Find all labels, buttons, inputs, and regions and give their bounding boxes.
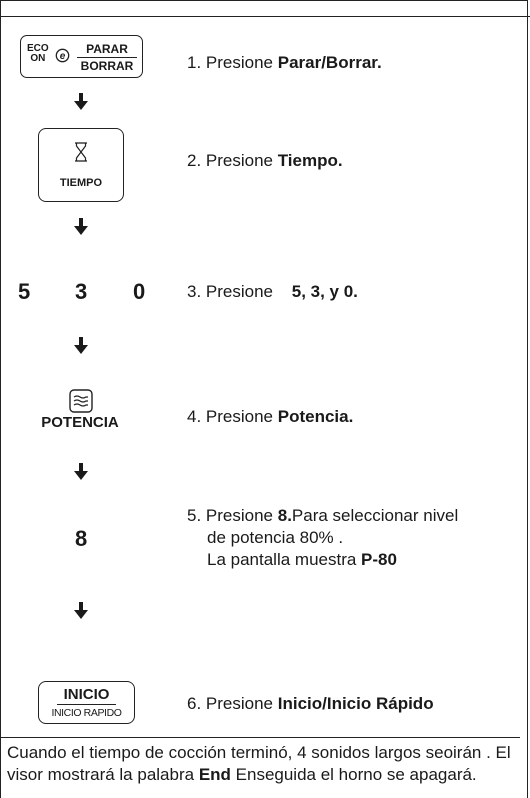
step-5-line-3-bold: P-80 <box>361 550 397 569</box>
step-5-line-1: 5. Presione 8.Para seleccionar nivel <box>187 505 458 527</box>
inicio-label: INICIO <box>57 686 116 705</box>
borrar-text: BORRAR <box>80 59 134 73</box>
inicio-rapido-label: INICIO RAPIDO <box>51 707 122 719</box>
step-4: 4. Presione Potencia. <box>187 406 353 428</box>
arrow-down-icon <box>74 463 88 480</box>
step-6-bold: Inicio/Inicio Rápido <box>277 694 434 713</box>
step-6: 6. Presione Inicio/Inicio Rápido <box>187 693 434 715</box>
step-5-line-3: La pantalla muestra P-80 <box>187 549 458 571</box>
inicio-button: INICIO INICIO RAPIDO <box>38 681 135 724</box>
arrow-down-icon <box>74 337 88 354</box>
step-2: 2. Presione Tiempo. <box>187 150 343 172</box>
digit-0: 0 <box>133 279 146 304</box>
step-5-line-2: de potencia 80% . <box>207 528 344 547</box>
step-5-line-3-prefix: La pantalla muestra <box>207 550 362 569</box>
eco-text: ECO <box>27 43 49 54</box>
hourglass-icon <box>75 142 87 162</box>
on-text: ON <box>30 53 46 64</box>
digit-5: 5 <box>18 279 31 304</box>
eco-e-icon: e <box>55 48 70 63</box>
digit-8: 8 <box>75 526 88 551</box>
tiempo-label: TIEMPO <box>59 177 103 189</box>
arrow-down-icon <box>74 602 88 619</box>
parar-borrar-label: PARAR BORRAR <box>77 43 137 73</box>
step-4-bold: Potencia. <box>277 407 354 426</box>
step-6-prefix: 6. Presione <box>187 694 278 713</box>
step-1-bold: Parar/Borrar. <box>277 53 382 72</box>
step-3-prefix: 3. Presione <box>187 282 278 301</box>
step-5-rest: Para seleccionar nivel <box>291 506 459 525</box>
step-3: 3. Presione 5, 3, y 0. <box>187 281 358 303</box>
arrow-down-icon <box>74 218 88 235</box>
footnote: Cuando el tiempo de cocción terminó, 4 s… <box>0 737 520 785</box>
arrow-down-icon <box>74 93 88 110</box>
microwave-waves-icon <box>69 389 93 413</box>
top-divider <box>0 16 530 17</box>
eco-on-label: ECO ON <box>27 44 49 64</box>
step-5: 5. Presione 8.Para seleccionar nivel de … <box>187 505 458 571</box>
potencia-label: POTENCIA <box>41 414 119 431</box>
step-5-bold: 8. <box>277 506 292 525</box>
step-4-prefix: 4. Presione <box>187 407 278 426</box>
step-5-prefix: 5. Presione <box>187 506 278 525</box>
footnote-bold: End <box>198 764 231 784</box>
footnote-part-1: Cuando el tiempo de cocción terminó, 4 s… <box>7 743 511 784</box>
parar-borrar-button: ECO ON e PARAR BORRAR <box>20 35 143 78</box>
parar-text: PARAR <box>77 43 137 58</box>
digit-3: 3 <box>75 279 88 304</box>
step-2-bold: Tiempo. <box>277 151 343 170</box>
eco-e-text: e <box>60 51 66 62</box>
step-1: 1. Presione Parar/Borrar. <box>187 52 382 74</box>
tiempo-button: TIEMPO <box>38 128 124 202</box>
footnote-part-2: Enseguida el horno se apagará. <box>230 764 477 784</box>
step-2-prefix: 2. Presione <box>187 151 278 170</box>
step-3-bold: 5, 3, y 0. <box>291 282 358 301</box>
step-1-prefix: 1. Presione <box>187 53 278 72</box>
